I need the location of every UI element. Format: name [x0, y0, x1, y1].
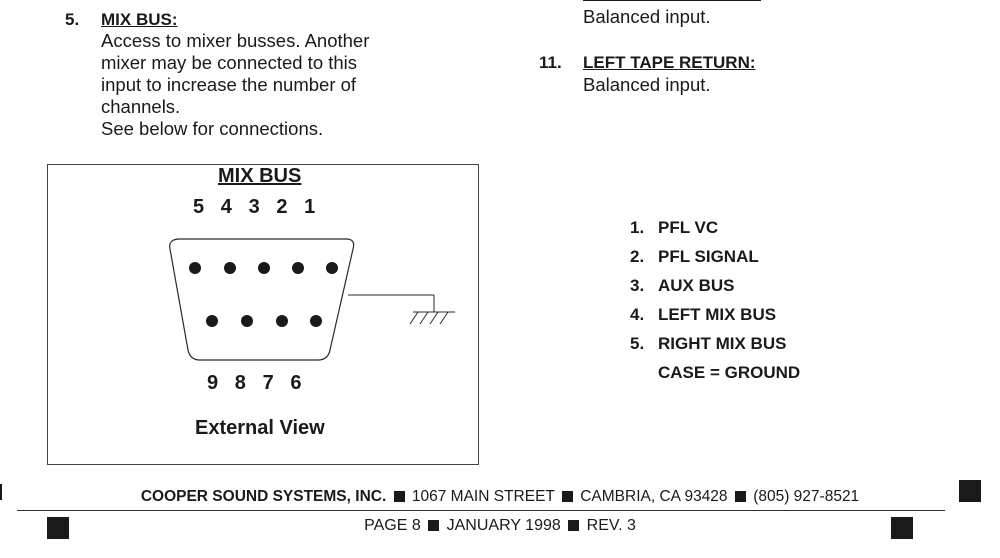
item-11-description: Balanced input. — [583, 74, 711, 95]
legend-number: 5. — [630, 334, 645, 353]
connector-outline — [169, 238, 355, 361]
bullet-square-icon — [561, 491, 573, 502]
bottom-pin-numbers: 9 8 7 6 — [207, 372, 302, 394]
legend-item: 3. AUX BUS — [630, 276, 800, 305]
bullet-square-icon — [568, 520, 580, 531]
figure-caption: External View — [195, 417, 325, 439]
corner-square-icon — [0, 484, 2, 500]
pin-dots-bottom — [206, 315, 322, 327]
pin-8 — [241, 315, 253, 327]
corner-square-icon — [959, 480, 981, 502]
footer-address-line: COOPER SOUND SYSTEMS, INC. 1067 MAIN STR… — [0, 488, 1000, 506]
description-line: input to increase the number of — [101, 74, 357, 95]
item-11-number: 11. — [539, 53, 562, 72]
pin-2 — [292, 262, 304, 274]
legend-item: 4. LEFT MIX BUS — [630, 305, 800, 334]
pin-dots-top — [189, 262, 338, 274]
bullet-square-icon — [393, 491, 405, 502]
description-line: channels. — [101, 96, 181, 117]
description-line: mixer may be connected to this — [101, 52, 358, 73]
footer-address: 1067 MAIN STREET — [411, 488, 555, 505]
item-5-number: 5. — [65, 10, 80, 29]
pin-5 — [189, 262, 201, 274]
footer-page-line: PAGE 8 JANUARY 1998 REV. 3 — [0, 517, 1000, 535]
pin-7 — [276, 315, 288, 327]
legend-label: LEFT MIX BUS — [658, 305, 777, 324]
item-10-title-underline-fragment — [583, 0, 761, 1]
ground-icon — [348, 294, 455, 325]
legend-number: 2. — [630, 247, 645, 266]
footer-rule — [17, 510, 945, 511]
description-line: Access to mixer busses. Another — [101, 30, 370, 51]
legend-label: RIGHT MIX BUS — [658, 334, 787, 353]
figure-title: MIX BUS — [218, 165, 302, 187]
legend-item: 2. PFL SIGNAL — [630, 247, 800, 276]
bullet-square-icon — [734, 491, 746, 502]
footer-page: PAGE 8 — [364, 517, 421, 534]
bullet-square-icon — [428, 520, 440, 531]
item-5-description: Access to mixer busses. Another mixer ma… — [101, 30, 435, 118]
mix-bus-connector-figure — [47, 164, 479, 465]
legend-label: PFL VC — [658, 218, 719, 237]
legend-item: 1. PFL VC — [630, 218, 800, 247]
footer-date: JANUARY 1998 — [446, 517, 561, 534]
case-note: CASE = GROUND — [630, 363, 800, 392]
pin-1 — [326, 262, 338, 274]
footer-city: CAMBRIA, CA 93428 — [580, 488, 728, 505]
case-note-label: CASE = GROUND — [658, 363, 801, 382]
corner-square-icon — [47, 517, 69, 539]
legend-item: 5. RIGHT MIX BUS — [630, 334, 800, 363]
legend-number: 1. — [630, 218, 645, 237]
pin-legend: 1. PFL VC 2. PFL SIGNAL 3. AUX BUS 4. LEFT M… — [630, 218, 800, 392]
item-5-note: See below for connections. — [101, 118, 324, 139]
legend-label: PFL SIGNAL — [658, 247, 759, 266]
corner-square-icon — [891, 517, 913, 539]
legend-label: AUX BUS — [658, 276, 735, 295]
footer-phone: (805) 927-8521 — [753, 488, 860, 505]
pin-6 — [310, 315, 322, 327]
top-pin-numbers: 5 4 3 2 1 — [193, 196, 316, 218]
item-10-description: Balanced input. — [583, 6, 711, 27]
item-11-title: LEFT TAPE RETURN: — [583, 53, 756, 72]
legend-number: 3. — [630, 276, 645, 295]
footer-rev: REV. 3 — [586, 517, 636, 534]
item-5-title: MIX BUS: — [101, 10, 178, 29]
footer-company: COOPER SOUND SYSTEMS, INC. — [140, 488, 387, 505]
legend-number: 4. — [630, 305, 645, 324]
pin-3 — [258, 262, 270, 274]
pin-9 — [206, 315, 218, 327]
pin-4 — [224, 262, 236, 274]
